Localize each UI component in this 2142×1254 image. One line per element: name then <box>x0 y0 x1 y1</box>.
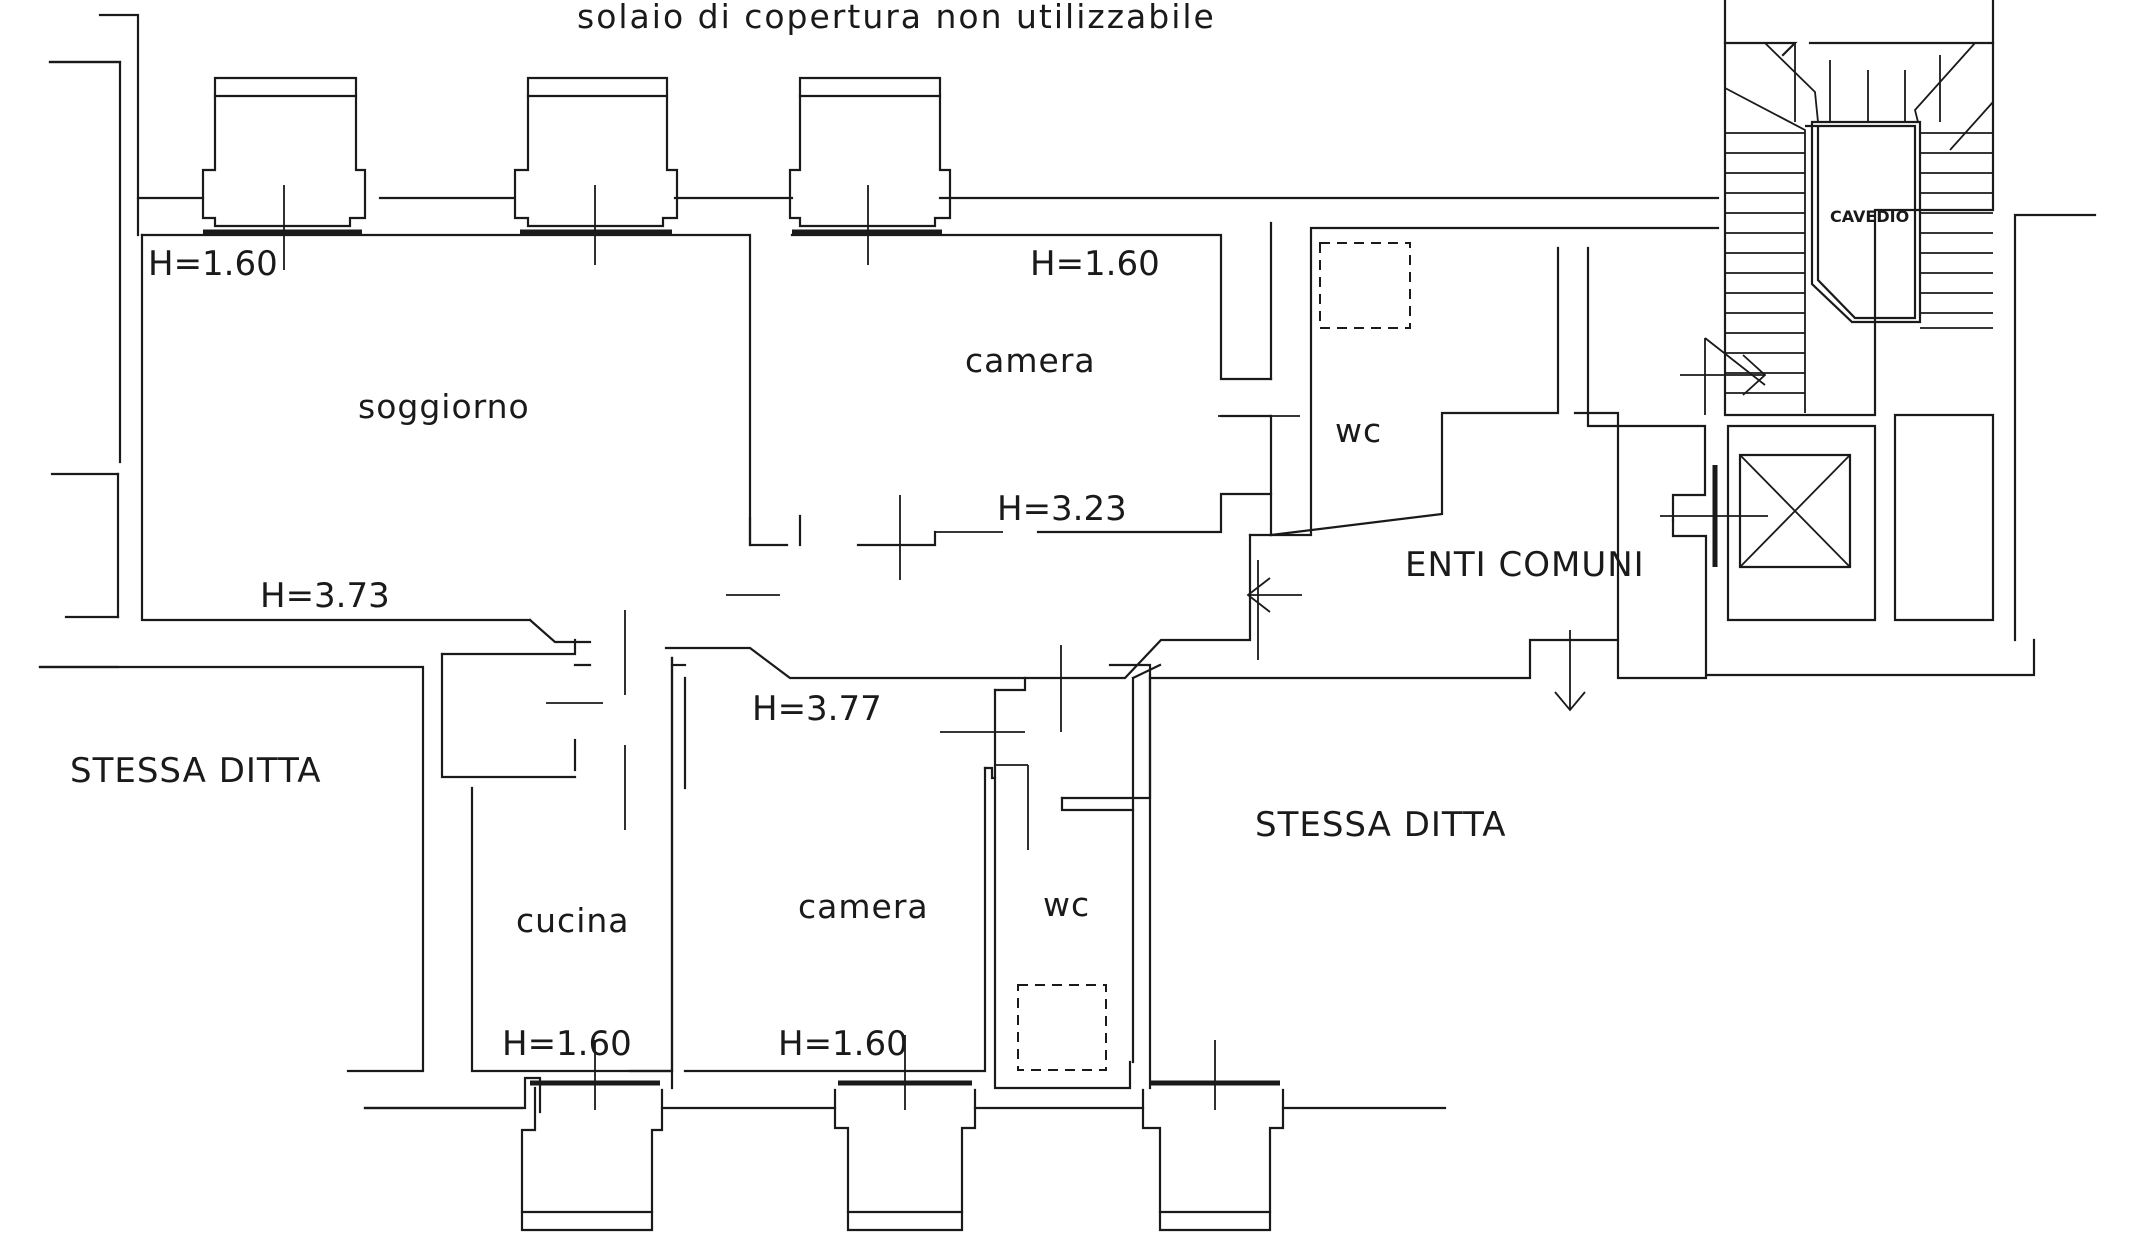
balcony-top-1 <box>201 76 367 270</box>
elevator-block <box>1660 413 1995 622</box>
label-stessa-ditta-left: STESSA DITTA <box>70 751 321 791</box>
height-top-left: H=1.60 <box>148 244 278 284</box>
stair-treads <box>1725 43 1993 394</box>
roof-note: solaio di copertura non utilizzabile <box>577 0 1216 36</box>
balcony-top-2 <box>513 76 679 265</box>
label-cavedio: CAVEDIO <box>1830 207 1909 226</box>
height-bottom-left: H=1.60 <box>502 1024 632 1064</box>
balconies-top <box>201 76 952 270</box>
label-soggiorno: soggiorno <box>358 387 530 426</box>
label-cucina: cucina <box>516 901 630 940</box>
balcony-bottom-3 <box>1141 1040 1285 1232</box>
left-edge-walls <box>38 60 122 669</box>
label-wc-top: wc <box>1335 411 1382 450</box>
label-wc-bottom: wc <box>1043 885 1090 924</box>
balcony-bottom-2 <box>833 1035 977 1232</box>
height-corridor-top: H=3.23 <box>997 489 1127 529</box>
label-enti-comuni: ENTI COMUNI <box>1405 545 1645 585</box>
stair-block <box>1680 0 1995 417</box>
balconies-bottom <box>363 1035 1447 1232</box>
label-camera-bottom: camera <box>798 887 929 926</box>
label-camera-top: camera <box>965 341 1096 380</box>
height-camera-bottom: H=3.77 <box>752 689 882 729</box>
skylights <box>1017 242 1411 1071</box>
height-top-mid: H=1.60 <box>1030 244 1160 284</box>
perimeter-walls <box>38 13 2097 1090</box>
balcony-top-3 <box>788 76 952 265</box>
door-openings <box>546 415 1586 850</box>
label-stessa-ditta-right: STESSA DITTA <box>1255 805 1506 845</box>
height-soggiorno: H=3.73 <box>260 576 390 616</box>
balcony-bottom-1 <box>363 1040 664 1232</box>
height-bottom-mid: H=1.60 <box>778 1024 908 1064</box>
